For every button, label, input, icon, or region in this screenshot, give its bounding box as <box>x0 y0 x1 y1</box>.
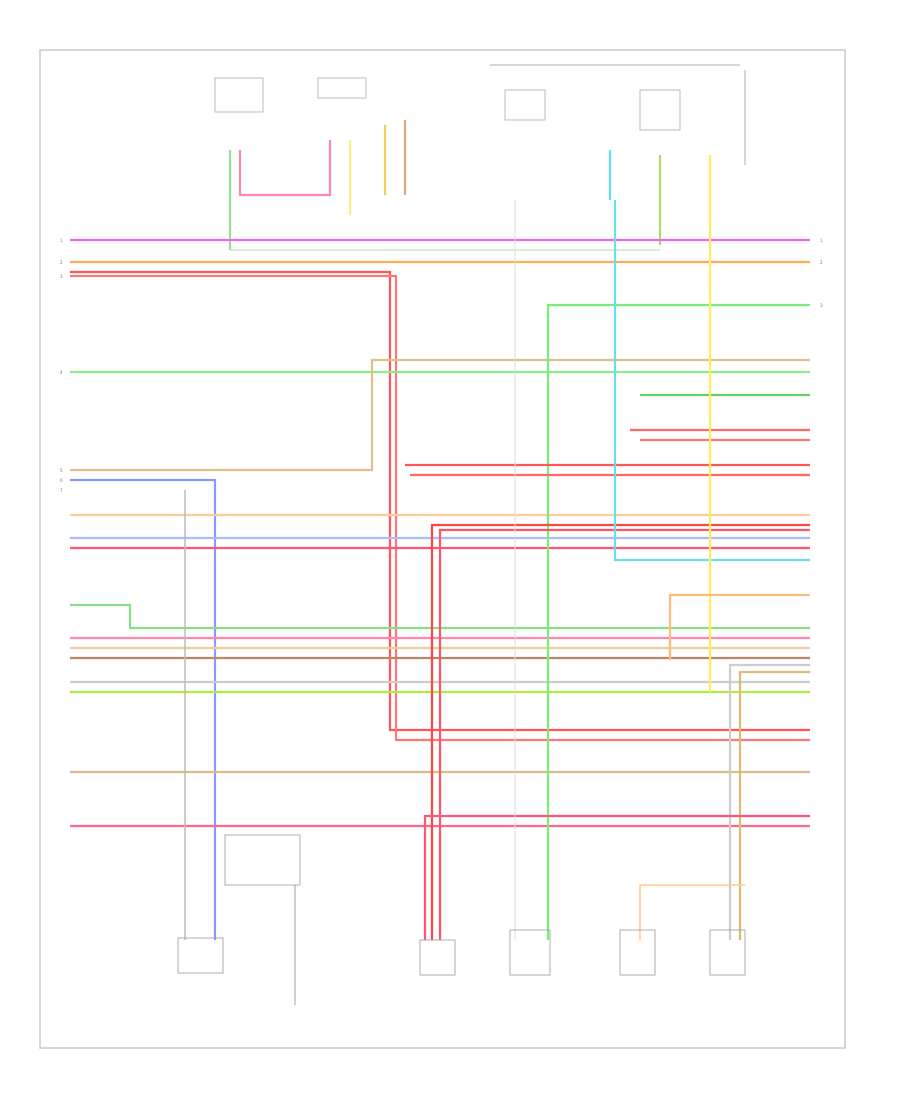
wire-green <box>70 603 810 630</box>
pin-number: 1 <box>60 238 63 243</box>
wire-cyan <box>613 200 810 562</box>
pin-number: 2 <box>60 260 63 265</box>
top-wire-stubs <box>228 120 712 250</box>
wire-red <box>423 814 810 940</box>
wire <box>238 140 332 197</box>
wire-red <box>438 528 810 940</box>
wire <box>639 884 745 940</box>
wire-tan <box>70 358 810 472</box>
horizontal-wire-group <box>70 200 810 940</box>
pin-number: 2 <box>820 260 823 265</box>
left-pin-labels: 1 2 3 4 5 6 7 <box>60 238 63 493</box>
wire-green <box>546 303 810 940</box>
wire-gray <box>728 663 810 940</box>
bottom-component-block <box>177 834 746 1005</box>
wire-tan <box>738 670 810 940</box>
wire-red <box>70 274 810 742</box>
wire-orange <box>668 593 810 660</box>
wire-red <box>70 270 810 732</box>
pin-number: 5 <box>60 468 63 473</box>
pin-number: 1 <box>820 238 823 243</box>
pin-number: 3 <box>820 303 823 308</box>
wire-red <box>430 523 810 940</box>
wire-blue <box>70 478 217 940</box>
pin-number: 3 <box>60 274 63 279</box>
top-component-block <box>214 64 746 165</box>
diagram-border <box>39 49 846 1049</box>
right-pin-labels: 1 2 3 <box>820 238 823 308</box>
pin-number: 6 <box>60 478 63 483</box>
pin-number: 4 <box>60 370 63 375</box>
pin-number: 7 <box>60 488 63 493</box>
